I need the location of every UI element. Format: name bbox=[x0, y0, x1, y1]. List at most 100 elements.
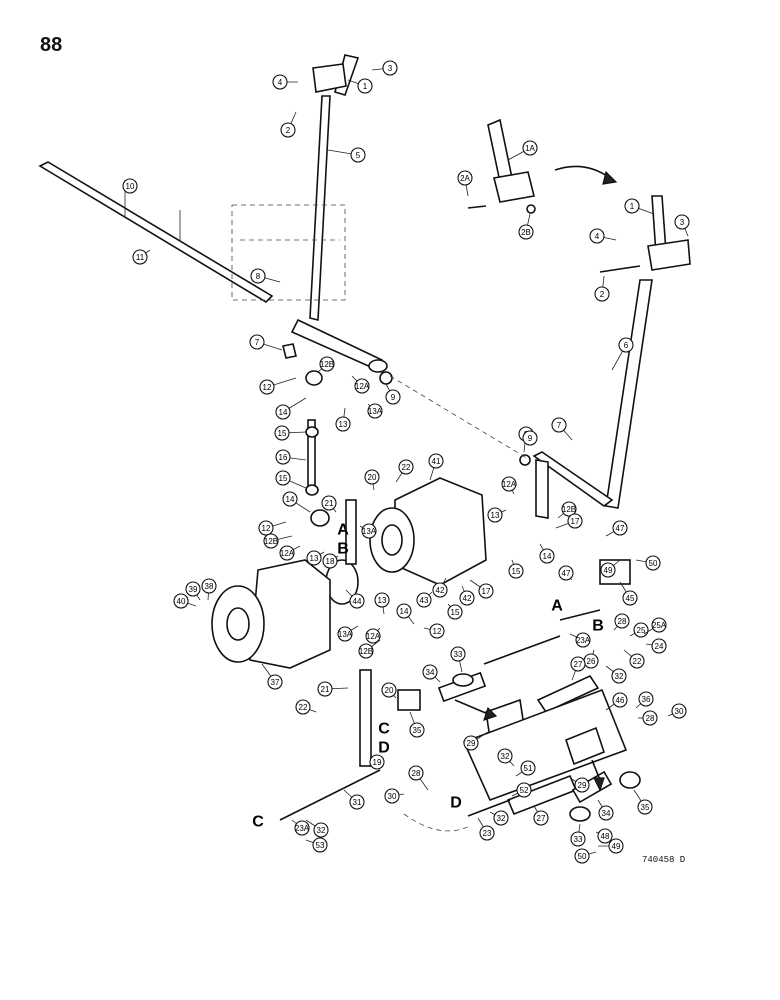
callout-c8: 8 bbox=[250, 268, 281, 284]
lever-arm-5 bbox=[309, 95, 331, 322]
callout-c49: 49 bbox=[600, 559, 621, 578]
callout-number: 12 bbox=[262, 524, 271, 533]
pump-hub-37 bbox=[226, 607, 250, 641]
callout-c17: 17 bbox=[555, 513, 583, 529]
callout-circle bbox=[275, 404, 291, 420]
callout-circle bbox=[447, 604, 463, 620]
callout-circle bbox=[575, 632, 591, 648]
cable-routing-dash bbox=[403, 813, 471, 832]
callout-circle bbox=[651, 638, 667, 654]
callout-c23ab: 23A bbox=[291, 819, 310, 836]
callout-number: 16 bbox=[279, 453, 288, 462]
callout-circle bbox=[558, 565, 574, 581]
callout-number: 12 bbox=[263, 383, 272, 392]
callout-number: 40 bbox=[177, 597, 186, 606]
callout-circle bbox=[249, 334, 265, 350]
callout-circle bbox=[317, 681, 333, 697]
callout-circle bbox=[539, 548, 555, 564]
letter-c-bottom: C bbox=[252, 814, 264, 831]
callout-number: 42 bbox=[436, 586, 445, 595]
callout-number: 49 bbox=[604, 566, 613, 575]
callout-c12ac: 12A bbox=[501, 476, 517, 495]
callout-number: 44 bbox=[353, 597, 362, 606]
callout-circle bbox=[274, 425, 290, 441]
callout-circle bbox=[259, 379, 275, 395]
letter-d-middle: D bbox=[378, 740, 390, 757]
callout-number: 13A bbox=[338, 630, 353, 639]
letter-a-left: A bbox=[337, 522, 349, 539]
callout-number: 11 bbox=[136, 253, 145, 262]
callout-circle bbox=[629, 653, 645, 669]
callout-circle bbox=[429, 623, 445, 639]
callout-circle bbox=[463, 735, 479, 751]
callout-c28: 28 bbox=[613, 613, 630, 631]
callout-circle bbox=[570, 831, 586, 847]
callout-c50b: 50 bbox=[574, 848, 597, 864]
cable-31 bbox=[279, 769, 381, 821]
callout-c40: 40 bbox=[173, 593, 197, 609]
callout-c36: 36 bbox=[635, 691, 654, 709]
callout-circle bbox=[432, 582, 448, 598]
page-number: 88 bbox=[40, 34, 63, 56]
callout-c17b: 17 bbox=[469, 579, 494, 599]
rotation-arrow-head bbox=[602, 170, 618, 185]
callout-number: 31 bbox=[353, 798, 362, 807]
callout-c33: 33 bbox=[450, 646, 466, 673]
callout-number: 29 bbox=[578, 781, 587, 790]
callout-c12ab: 12A bbox=[279, 545, 301, 561]
callout-number: 2A bbox=[460, 174, 470, 183]
callout-circle bbox=[589, 228, 605, 244]
callout-number: 28 bbox=[618, 617, 627, 626]
callout-c7: 7 bbox=[249, 334, 283, 351]
callout-number: 3 bbox=[388, 64, 393, 73]
callout-circle bbox=[428, 453, 444, 469]
callout-c34b: 34 bbox=[597, 799, 614, 821]
callout-number: 20 bbox=[368, 473, 377, 482]
callout-circle bbox=[409, 722, 425, 738]
callout-circle bbox=[354, 378, 370, 394]
callout-circle bbox=[382, 60, 398, 76]
right-crank-top bbox=[532, 451, 614, 507]
callout-c12bb: 12B bbox=[263, 533, 293, 549]
callout-number: 21 bbox=[321, 685, 330, 694]
callout-circle bbox=[350, 147, 366, 163]
callout-circle bbox=[321, 495, 337, 511]
right-lever-block bbox=[647, 239, 691, 271]
callout-c25a: 25A bbox=[643, 617, 667, 635]
callout-c13: 13 bbox=[335, 407, 351, 432]
callout-circle bbox=[272, 74, 288, 90]
callout-circle bbox=[487, 507, 503, 523]
callout-number: 12 bbox=[433, 627, 442, 636]
callout-number: 2 bbox=[600, 290, 605, 299]
callout-circle bbox=[598, 805, 614, 821]
letter-b-left: B bbox=[337, 541, 349, 558]
callout-circle bbox=[369, 754, 385, 770]
callout-number: 50 bbox=[649, 559, 658, 568]
callout-c12bd: 12B bbox=[358, 639, 381, 659]
callout-c26: 26 bbox=[583, 649, 599, 669]
fitting-7 bbox=[282, 343, 297, 359]
callout-c3: 3 bbox=[371, 60, 398, 76]
cap-33 bbox=[452, 673, 474, 687]
callout-c20: 20 bbox=[364, 469, 380, 491]
callout-c35: 35 bbox=[409, 711, 425, 738]
actuator-27 bbox=[536, 674, 600, 714]
callout-number: 9 bbox=[391, 393, 396, 402]
callout-number: 50 bbox=[578, 852, 587, 861]
callout-number: 22 bbox=[402, 463, 411, 472]
callout-circle bbox=[361, 523, 377, 539]
cap-33b bbox=[569, 806, 591, 822]
callout-number: 42 bbox=[463, 594, 472, 603]
callout-c53: 53 bbox=[305, 837, 328, 853]
callout-c46: 46 bbox=[605, 692, 628, 711]
callout-circle bbox=[258, 520, 274, 536]
callout-circle bbox=[422, 664, 438, 680]
callout-c21b: 21 bbox=[317, 681, 349, 697]
callout-circle bbox=[201, 578, 217, 594]
callout-number: 29 bbox=[467, 739, 476, 748]
callout-c52: 52 bbox=[511, 782, 532, 798]
pump-hub-41 bbox=[381, 524, 403, 556]
callout-circle bbox=[574, 777, 590, 793]
arrow-head-down bbox=[593, 777, 605, 792]
